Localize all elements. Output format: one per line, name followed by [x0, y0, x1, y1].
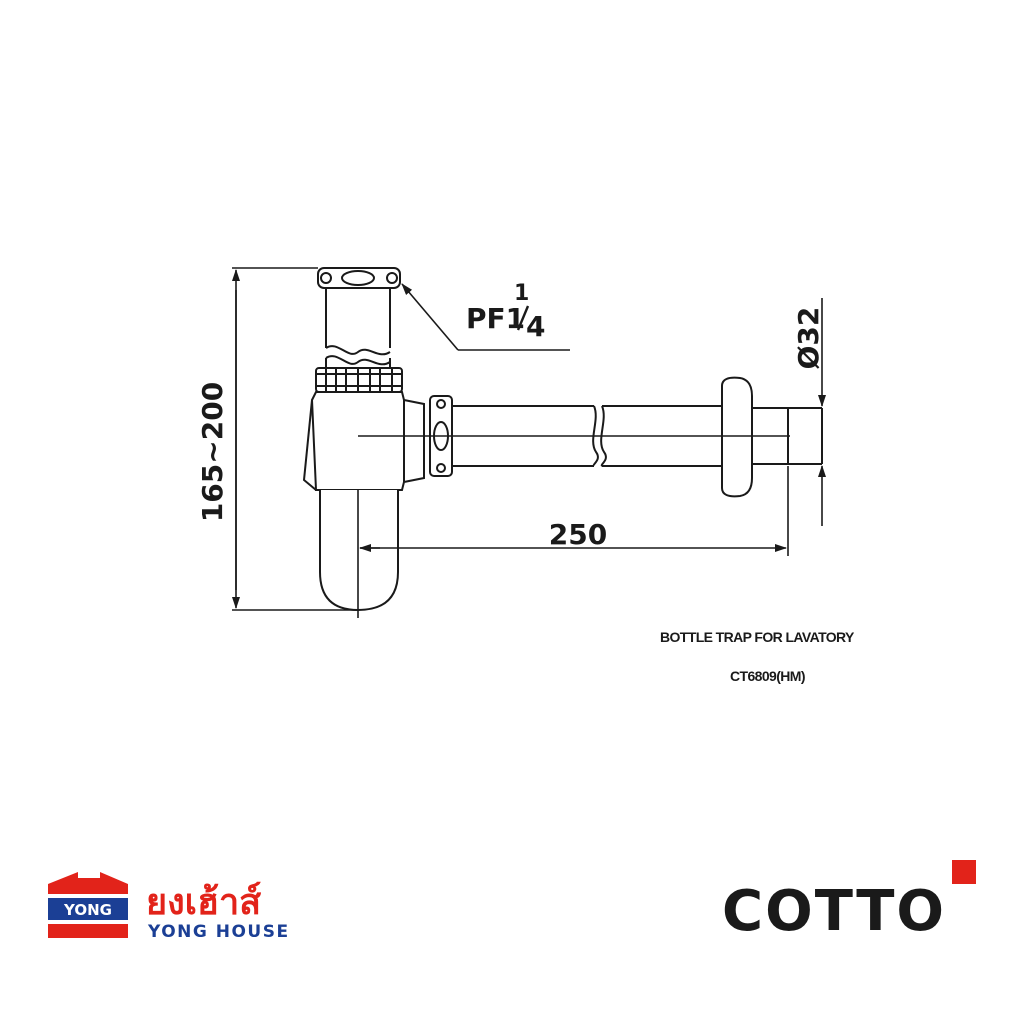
yong-english-name: YONG HOUSE — [147, 922, 290, 942]
yong-thai-name: ยงเฮ้าส์ — [146, 881, 261, 923]
cotto-logo: COTTO — [722, 860, 976, 944]
knurled-nut — [315, 367, 403, 393]
length-dimension-label: 250 — [549, 518, 607, 551]
drawing-model: CT6809(HM) — [730, 668, 805, 684]
yong-badge-base — [48, 924, 128, 938]
cotto-wordmark: COTTO — [722, 879, 946, 944]
height-dimension-label: 165~200 — [196, 382, 229, 522]
drawing-title: BOTTLE TRAP FOR LAVATORY — [660, 629, 855, 645]
yong-house-roof-icon — [48, 872, 128, 894]
yong-house-logo: YONG ยงเฮ้าส์ YONG HOUSE — [48, 872, 290, 942]
thread-fraction-slash — [516, 305, 530, 331]
outlet-pipe — [452, 405, 724, 467]
thread-label: PF1 — [466, 302, 525, 335]
thread-fraction-denominator: 4 — [526, 310, 545, 343]
inlet-tube — [325, 288, 391, 368]
trap-body — [302, 391, 425, 491]
cotto-red-square — [952, 860, 976, 884]
top-flange — [317, 267, 401, 289]
yong-badge-text: YONG — [63, 901, 112, 919]
wall-escutcheon — [721, 376, 753, 498]
dimension-lines — [232, 267, 826, 618]
thread-leader-arrow — [401, 283, 459, 351]
thread-fraction-numerator: 1 — [514, 281, 529, 306]
bottle-trap-drawing — [302, 267, 823, 612]
bottle-cup — [319, 490, 399, 612]
yong-badge-box — [48, 898, 128, 920]
diameter-dimension-label: Ø32 — [792, 307, 825, 370]
